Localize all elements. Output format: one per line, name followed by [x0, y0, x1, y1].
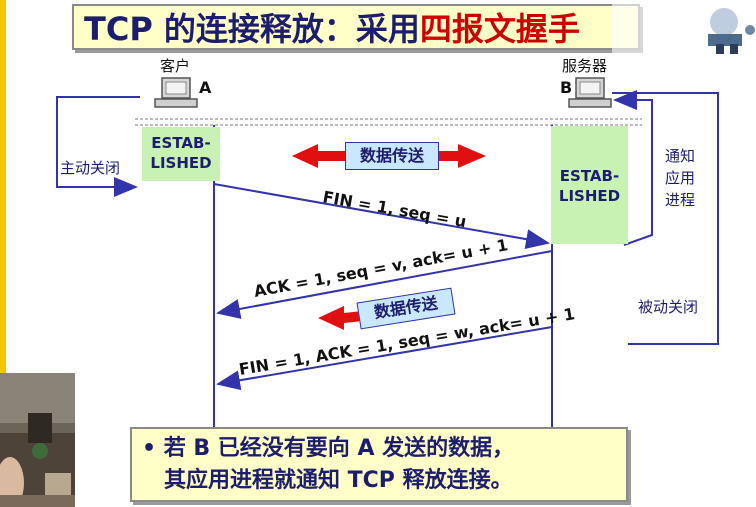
title-highlight: 四报文握手: [419, 10, 580, 48]
server-label: 服务器: [562, 57, 608, 75]
slide-left-bar: [0, 0, 6, 507]
slide-title: TCP 的连接释放：采用四报文握手: [72, 4, 640, 50]
passive-close-label: 被动关闭: [638, 298, 699, 316]
server-state-box: ESTAB- LISHED: [551, 126, 628, 244]
note-line-1: • 若 B 已经没有要向 A 发送的数据，: [142, 436, 515, 461]
server-state-line-2: LISHED: [558, 187, 621, 205]
server-letter: B: [560, 78, 573, 97]
active-close-label: 主动关闭: [60, 159, 121, 177]
client-label: 客户: [160, 57, 191, 75]
client-letter: A: [199, 78, 212, 97]
notify-line-2: 应用: [665, 169, 696, 187]
client-computer-icon: [154, 77, 198, 108]
passive-close-line: [612, 92, 719, 345]
fin1-label: FIN = 1, seq = u: [321, 187, 467, 231]
ack-label: ACK = 1, seq = v, ack= u + 1: [252, 235, 509, 301]
server-state-line-1: ESTAB-: [559, 167, 620, 185]
active-close-arrow: [56, 96, 140, 197]
notify-app-arrow: [613, 90, 653, 246]
server-computer-icon: [568, 77, 612, 108]
data-transfer-label-1: 数据传送: [345, 142, 439, 170]
note-box: • 若 B 已经没有要向 A 发送的数据， 其应用进程就通知 TCP 释放连接。: [130, 427, 628, 502]
notify-app-label: 通知 应用 进程: [665, 145, 695, 211]
watermark-logo: [612, 0, 756, 62]
client-state-line-2: LISHED: [150, 154, 212, 172]
title-main: TCP 的连接释放：采用: [84, 10, 420, 48]
notify-line-3: 进程: [665, 191, 696, 209]
webcam-inset: [0, 373, 75, 507]
fin1-arrow: [213, 183, 550, 250]
ack-arrow: [216, 250, 553, 319]
note-line-2: 其应用进程就通知 TCP 释放连接。: [164, 468, 513, 493]
client-state-box: ESTAB- LISHED: [142, 127, 220, 181]
notify-line-1: 通知: [665, 147, 696, 165]
client-state-line-1: ESTAB-: [151, 134, 211, 152]
fin2-arrow: [216, 326, 553, 391]
